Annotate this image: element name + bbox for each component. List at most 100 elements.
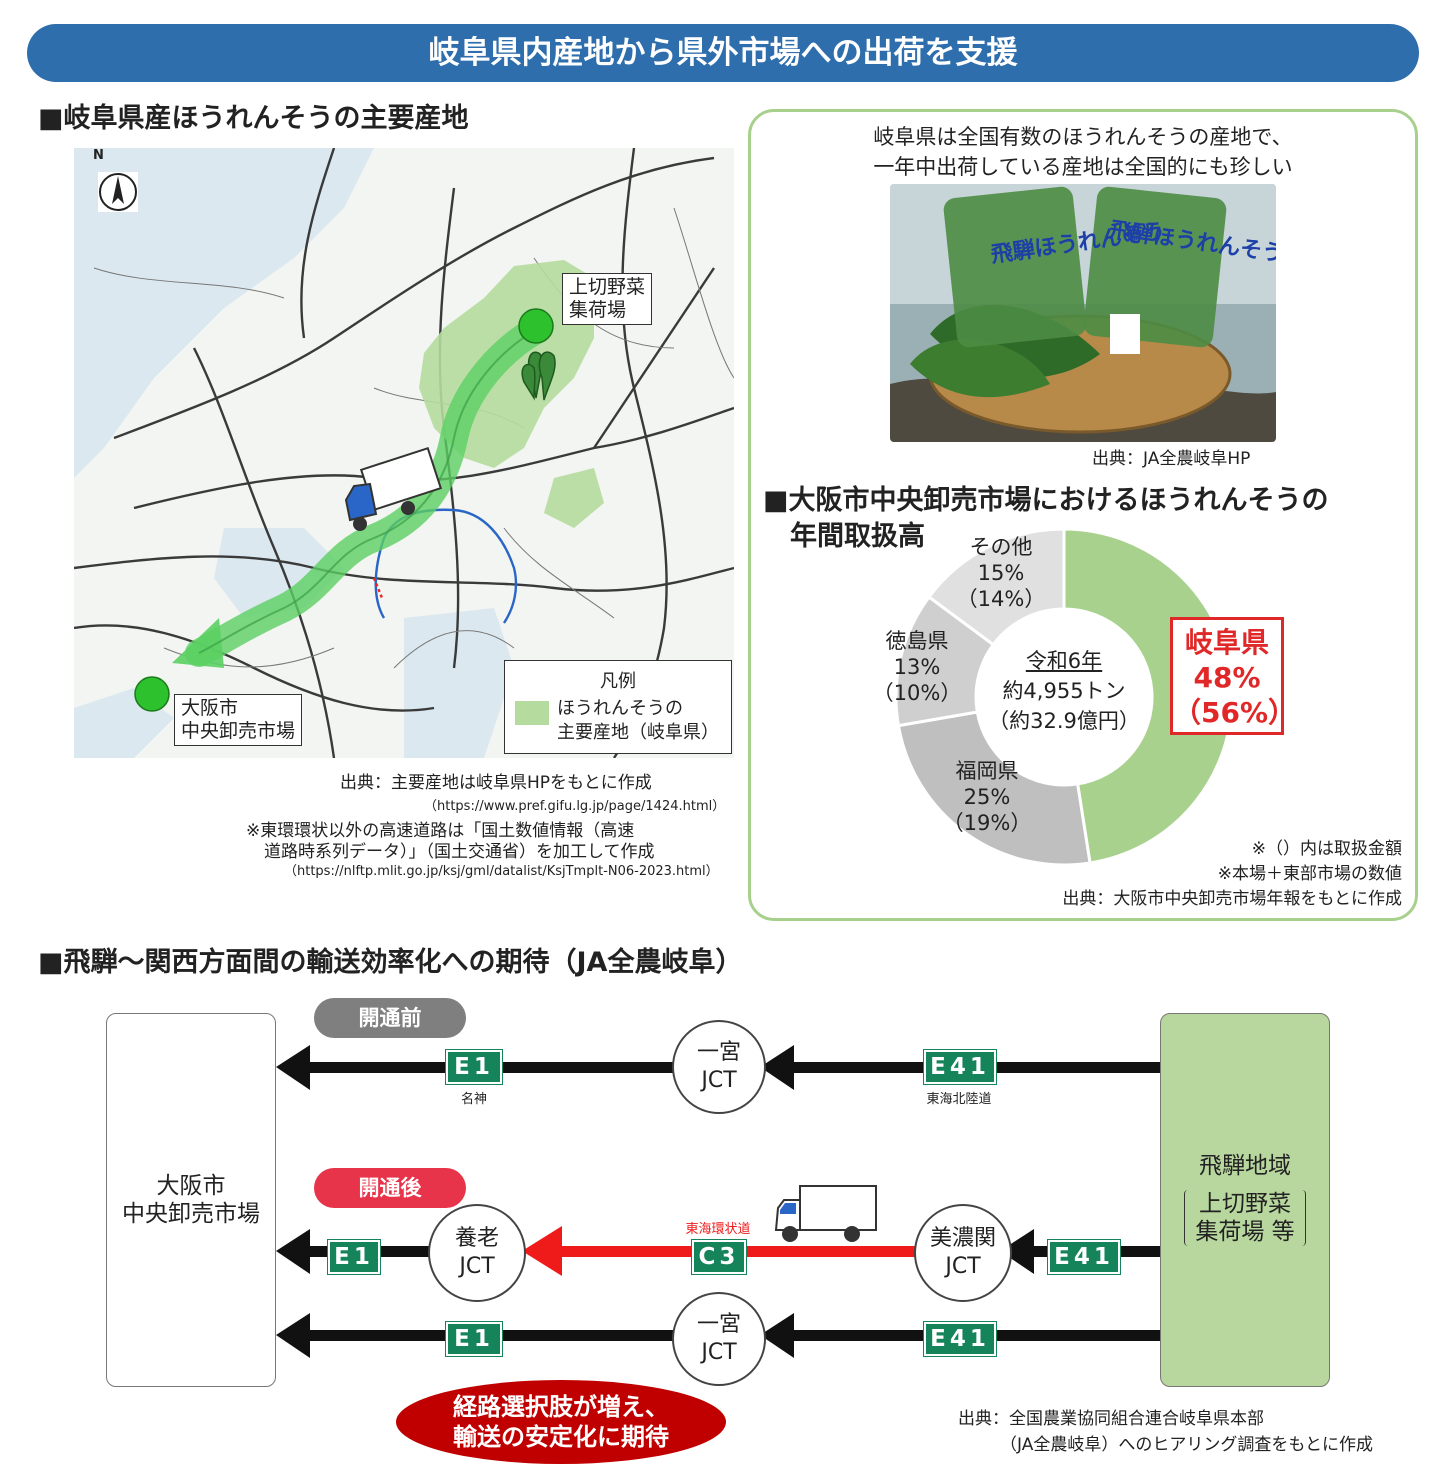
map-graphic xyxy=(74,148,734,758)
pie-label-gifu-amt: （56%） xyxy=(1173,696,1297,729)
pie-label-other-name: その他 xyxy=(969,535,1033,559)
expectation-line2: 輸送の安定化に期待 xyxy=(453,1423,669,1451)
pie-heading-1: ■大阪市中央卸売市場におけるほうれんそうの xyxy=(763,485,1329,516)
map-note-2: 道路時系列データ）」（国土交通省）を加工して作成 xyxy=(264,842,655,862)
map-source: 出典：主要産地は岐阜県HPをもとに作成 xyxy=(340,773,652,793)
osaka-market-line1: 大阪市 xyxy=(156,1173,226,1199)
expectation-line1: 経路選択肢が増え、 xyxy=(453,1393,669,1421)
yoro-jct: 養老 JCT xyxy=(428,1204,526,1302)
osaka-market-box: 大阪市 中央卸売市場 xyxy=(106,1013,276,1387)
legend-swatch xyxy=(515,701,549,725)
map-note-1: ※東環環状以外の高速道路は「国土数値情報（高速 xyxy=(246,821,635,841)
e1-sign-bottom: E1 xyxy=(445,1321,503,1357)
ichinomiya-jct-top-suffix: JCT xyxy=(701,1068,737,1093)
yoro-jct-suffix: JCT xyxy=(459,1254,495,1279)
hida-region-line3: 集荷場 等 xyxy=(1195,1219,1295,1245)
pie-source: 出典：大阪市中央卸売市場年報をもとに作成 xyxy=(1062,889,1402,909)
pie-label-tokushima-name: 徳島県 xyxy=(885,629,949,653)
map-legend: 凡例 ほうれんそうの 主要産地（岐阜県） xyxy=(504,660,732,754)
legend-item-line2: 主要産地（岐阜県） xyxy=(557,722,719,743)
pie-center-label: 令和6年 約4,955トン （約32.9億円） xyxy=(984,646,1144,736)
pie-label-fukuoka-amt: （19%） xyxy=(942,811,1032,835)
donut-slice-3 xyxy=(926,527,1066,647)
pie-note-2: ※本場＋東部市場の数値 xyxy=(1217,864,1402,884)
hida-region-text: 飛騨地域 上切野菜 集荷場 等 xyxy=(1161,1152,1329,1246)
pie-label-tokushima-amt: （10%） xyxy=(872,681,962,705)
osaka-market-line2: 中央卸売市場 xyxy=(122,1201,260,1227)
destination-label-line2: 中央卸売市場 xyxy=(181,720,296,742)
tokai-kanjo-label: 東海環状道 xyxy=(685,1222,751,1237)
e41-sign-mid: E41 xyxy=(1047,1239,1121,1275)
spinach-photo: 飛騨ほうれんそう 飛騨ほうれんそう xyxy=(890,184,1276,442)
before-opening-pill: 開通前 xyxy=(314,998,466,1038)
donut-slice-1 xyxy=(896,710,1092,867)
donut-slice-0 xyxy=(1062,527,1234,865)
market-share-donut xyxy=(894,527,1234,867)
hida-region-box: 飛騨地域 上切野菜 集荷場 等 xyxy=(1160,1013,1330,1387)
hida-region-line2: 上切野菜 xyxy=(1199,1191,1291,1217)
hida-facility-bracket: 上切野菜 集荷場 等 xyxy=(1184,1190,1306,1246)
pie-center-amount: （約32.9億円） xyxy=(988,709,1140,733)
flow-source-2: （JA全農岐阜）へのヒアリング調査をもとに作成 xyxy=(1000,1435,1374,1455)
origin-label-line1: 上切野菜 xyxy=(569,276,646,298)
minoseki-jct-suffix: JCT xyxy=(945,1254,981,1279)
destination-label: 大阪市 中央卸売市場 xyxy=(174,694,303,746)
compass-n-label: N xyxy=(93,148,104,163)
pie-label-gifu: 岐阜県 48% （56%） xyxy=(1170,617,1297,735)
origin-label-line2: 集荷場 xyxy=(569,299,627,321)
tokai-hokuriku-label: 東海北陸道 xyxy=(926,1092,992,1107)
minoseki-jct-name: 美濃関 xyxy=(929,1226,996,1251)
photo-source: 出典：JA全農岐阜HP xyxy=(1092,449,1251,469)
e1-sign-top: E1 xyxy=(445,1049,503,1085)
map-heading: ■岐阜県産ほうれんそうの主要産地 xyxy=(38,103,469,134)
origin-label: 上切野菜 集荷場 xyxy=(562,273,653,325)
e1-sign-mid: E1 xyxy=(327,1239,381,1275)
pie-label-other: その他 15% （14%） xyxy=(946,534,1056,612)
pie-center-tons: 約4,955トン xyxy=(1002,679,1126,703)
pie-label-gifu-name: 岐阜県 xyxy=(1184,626,1269,659)
c3-sign: C3 xyxy=(691,1239,747,1275)
pie-label-tokushima: 徳島県 13% （10%） xyxy=(862,628,972,706)
pie-label-gifu-pct: 48% xyxy=(1193,661,1261,694)
ichinomiya-jct-top-name: 一宮 xyxy=(696,1040,741,1065)
expectation-bubble: 経路選択肢が増え、 輸送の安定化に期待 xyxy=(396,1380,726,1464)
photo-caption-line1: 岐阜県は全国有数のほうれんそうの産地で、 xyxy=(873,125,1293,149)
pie-label-other-amt: （14%） xyxy=(956,587,1046,611)
ichinomiya-jct-bottom-name: 一宮 xyxy=(696,1312,741,1337)
spinach-photo-graphic: 飛騨ほうれんそう 飛騨ほうれんそう xyxy=(890,184,1276,442)
pie-label-other-pct: 15% xyxy=(977,561,1025,585)
legend-title: 凡例 xyxy=(600,671,636,692)
yoro-jct-name: 養老 xyxy=(454,1226,499,1251)
page-banner: 岐阜県内産地から県外市場への出荷を支援 xyxy=(27,24,1419,82)
e41-sign-top: E41 xyxy=(923,1049,997,1085)
pie-label-tokushima-pct: 13% xyxy=(893,655,941,679)
pie-label-fukuoka-pct: 25% xyxy=(963,785,1011,809)
ichinomiya-jct-top: 一宮 JCT xyxy=(672,1020,766,1114)
truck-icon xyxy=(774,1185,877,1242)
ichinomiya-jct-bottom: 一宮 JCT xyxy=(672,1292,766,1386)
minoseki-jct: 美濃関 JCT xyxy=(914,1204,1012,1302)
meishin-label-top: 名神 xyxy=(460,1092,487,1107)
pie-label-fukuoka-name: 福岡県 xyxy=(955,759,1019,783)
pie-notes: ※（）内は取扱金額 ※本場＋東部市場の数値 出典：大阪市中央卸売市場年報をもとに… xyxy=(1062,837,1402,912)
destination-label-line1: 大阪市 xyxy=(181,697,239,719)
flow-heading: ■飛騨～関西方面間の輸送効率化への期待（JA全農岐阜） xyxy=(38,947,743,978)
ichinomiya-jct-bottom-suffix: JCT xyxy=(701,1340,737,1365)
production-area-map xyxy=(74,148,734,758)
hida-region-line1: 飛騨地域 xyxy=(1199,1153,1291,1179)
after-opening-pill: 開通後 xyxy=(314,1168,466,1208)
pie-label-fukuoka: 福岡県 25% （19%） xyxy=(932,758,1042,836)
osaka-market-text: 大阪市 中央卸売市場 xyxy=(107,1172,275,1228)
photo-caption-line2: 一年中出荷している産地は全国的にも珍しい xyxy=(873,155,1293,179)
legend-item-line1: ほうれんそうの xyxy=(557,698,683,719)
flow-source-1: 出典：全国農業協同組合連合岐阜県本部 xyxy=(958,1409,1264,1429)
info-panel xyxy=(748,109,1418,921)
e41-sign-bottom: E41 xyxy=(923,1321,997,1357)
map-note-url: （https://nlftp.mlit.go.jp/ksj/gml/datali… xyxy=(284,864,719,879)
pie-note-1: ※（）内は取扱金額 xyxy=(1251,839,1402,859)
legend-item: ほうれんそうの 主要産地（岐阜県） xyxy=(557,697,719,745)
pie-heading-2: 年間取扱高 xyxy=(790,521,925,552)
map-source-url: （https://www.pref.gifu.lg.jp/page/1424.h… xyxy=(424,799,726,814)
photo-caption: 岐阜県は全国有数のほうれんそうの産地で、 一年中出荷している産地は全国的にも珍し… xyxy=(770,122,1396,182)
pie-center-year: 令和6年 xyxy=(1025,649,1103,673)
